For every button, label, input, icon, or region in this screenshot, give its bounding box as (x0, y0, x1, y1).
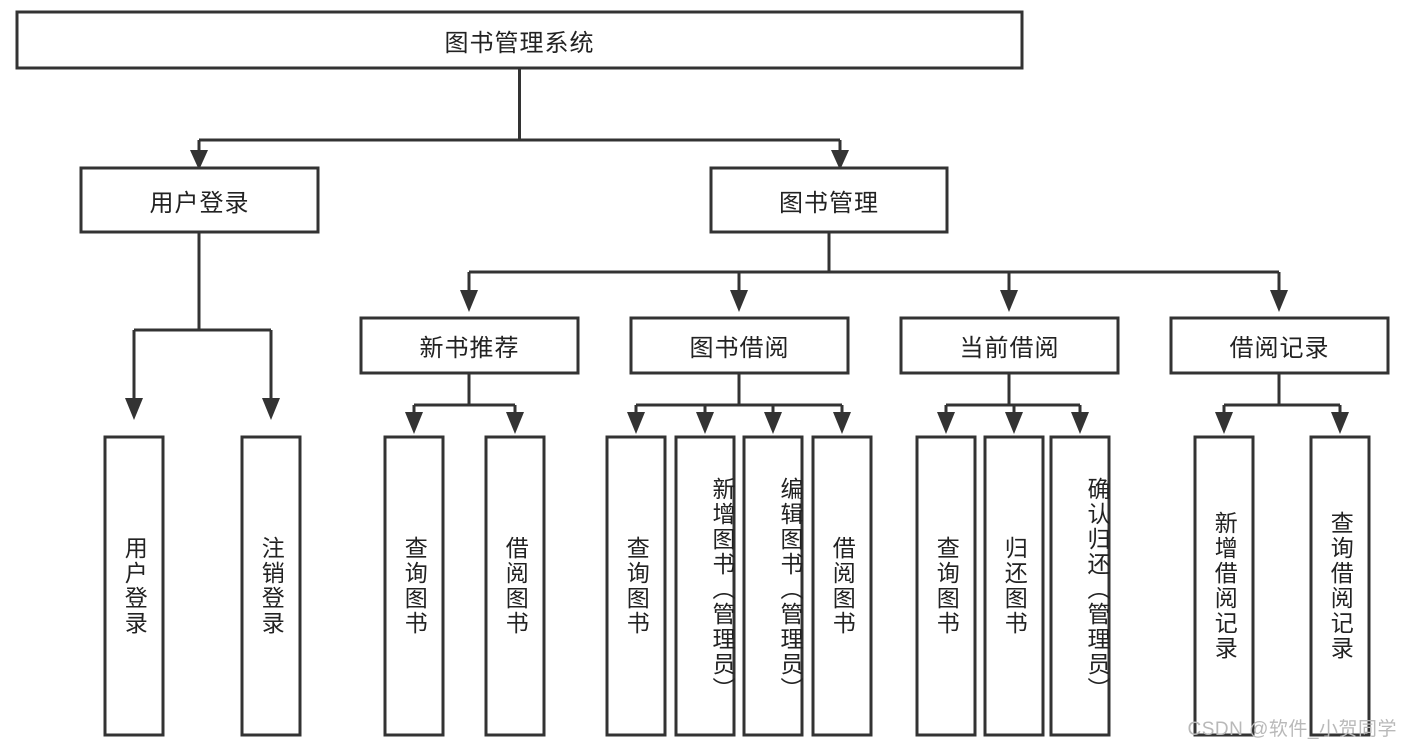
arrow-head-leaf-13 (1331, 412, 1349, 434)
arrow-head-bookmgmt (831, 150, 849, 170)
node-box-root[interactable] (15, 10, 1024, 70)
arrow-head-newbook (460, 290, 478, 312)
arrow-head-leaf-1 (125, 398, 143, 420)
node-box-bookmgmt[interactable] (709, 166, 949, 234)
arrow-head-leaf-4 (506, 412, 524, 434)
node-box-login[interactable] (79, 166, 320, 234)
node-box-layer (15, 10, 1390, 737)
connector-layer (125, 68, 1349, 434)
node-box-leaf-10[interactable] (983, 435, 1045, 737)
node-box-leaf-1[interactable] (103, 435, 165, 737)
watermark-text: CSDN @软件_小贺同学 (1187, 719, 1397, 740)
arrow-head-leaf-8 (833, 412, 851, 434)
arrow-head-leaf-7 (764, 412, 782, 434)
node-box-leaf-12[interactable] (1193, 435, 1255, 737)
node-box-leaf-4[interactable] (484, 435, 546, 737)
node-box-borrow[interactable] (629, 316, 850, 375)
arrow-head-leaf-12 (1215, 412, 1233, 434)
node-box-leaf-7[interactable] (742, 435, 804, 737)
node-box-newbook[interactable] (359, 316, 580, 375)
arrow-head-leaf-9 (937, 412, 955, 434)
arrow-head-leaf-11 (1071, 412, 1089, 434)
node-box-records[interactable] (1169, 316, 1390, 375)
node-box-leaf-3[interactable] (383, 435, 445, 737)
node-box-leaf-11[interactable] (1049, 435, 1111, 737)
node-box-current[interactable] (899, 316, 1120, 375)
arrow-head-login (190, 150, 208, 170)
arrow-head-leaf-10 (1005, 412, 1023, 434)
arrow-head-records (1270, 290, 1288, 312)
node-box-leaf-5[interactable] (605, 435, 667, 737)
arrow-head-current (1000, 290, 1018, 312)
node-box-leaf-2[interactable] (240, 435, 302, 737)
node-box-leaf-9[interactable] (915, 435, 977, 737)
node-box-leaf-13[interactable] (1309, 435, 1371, 737)
node-box-leaf-8[interactable] (811, 435, 873, 737)
arrow-head-leaf-6 (696, 412, 714, 434)
arrow-head-leaf-5 (627, 412, 645, 434)
node-box-leaf-6[interactable] (674, 435, 736, 737)
arrow-head-borrow (730, 290, 748, 312)
arrow-head-leaf-2 (262, 398, 280, 420)
arrow-head-leaf-3 (405, 412, 423, 434)
